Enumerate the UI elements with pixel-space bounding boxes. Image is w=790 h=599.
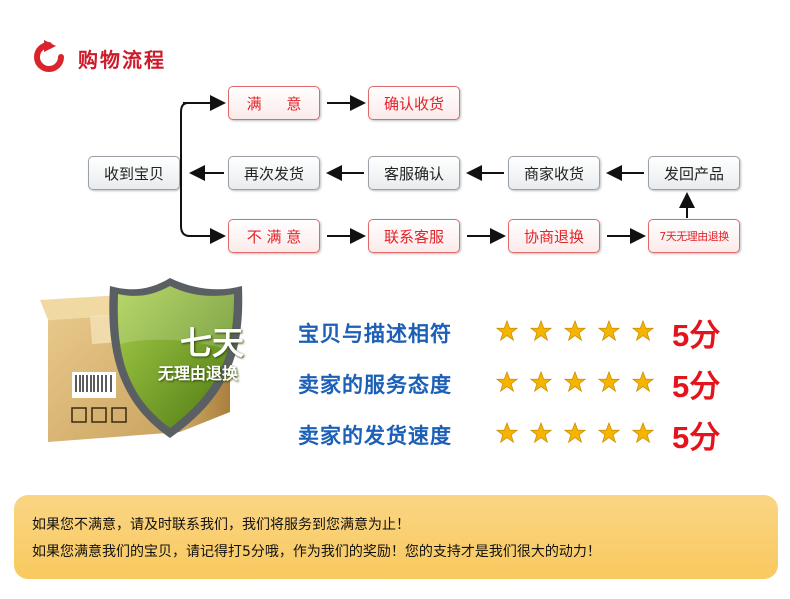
notice-line-1: 如果您不满意，请及时联系我们，我们将服务到您满意为止！ <box>32 517 410 533</box>
star-icon <box>530 422 552 444</box>
notice-line-2: 如果您满意我们的宝贝，请记得打5分哦，作为我们的奖励！您的支持才是我们很大的动力… <box>32 544 601 560</box>
box-service-confirm: 客服确认 <box>368 156 460 190</box>
star-icon <box>598 320 620 342</box>
rating-score-description: 5分 <box>672 318 721 353</box>
package-shield-illustration <box>40 278 243 442</box>
star-icon <box>530 320 552 342</box>
star-icon <box>530 371 552 393</box>
box-receive: 收到宝贝 <box>88 156 180 190</box>
refresh-logo-icon <box>34 40 64 72</box>
star-icon <box>598 371 620 393</box>
rating-stars-description <box>496 320 654 342</box>
box-return-product: 发回产品 <box>648 156 740 190</box>
star-icon <box>598 422 620 444</box>
rating-stars-shipping <box>496 422 654 444</box>
rating-score-service: 5分 <box>672 369 721 404</box>
barcode-icon <box>72 372 116 398</box>
star-icon <box>496 320 518 342</box>
star-icon <box>564 320 586 342</box>
rating-score-shipping: 5分 <box>672 420 721 455</box>
flow-arrows <box>180 95 695 244</box>
box-seven-day-return: 7天无理由退换 <box>648 219 740 253</box>
page-title: 购物流程 <box>78 48 166 72</box>
box-merchant-receive: 商家收货 <box>508 156 600 190</box>
satisfied-label: 满 意 <box>246 94 312 113</box>
rating-stars-service <box>496 371 654 393</box>
star-icon <box>496 422 518 444</box>
badge-sub-text: 无理由退换 <box>158 364 239 383</box>
star-icon <box>632 320 654 342</box>
star-icon <box>496 371 518 393</box>
box-negotiate: 协商退换 <box>508 219 600 253</box>
rating-label-description: 宝贝与描述相符 <box>298 322 452 346</box>
star-icon <box>632 371 654 393</box>
rating-label-shipping: 卖家的发货速度 <box>298 424 452 448</box>
badge-big-text: 七天 <box>180 324 245 362</box>
star-icon <box>564 371 586 393</box>
box-resend: 再次发货 <box>228 156 320 190</box>
rating-label-service: 卖家的服务态度 <box>298 373 452 397</box>
box-contact-service: 联系客服 <box>368 219 460 253</box>
box-satisfied: 满 意 <box>228 86 320 120</box>
star-icon <box>564 422 586 444</box>
box-confirm-receipt: 确认收货 <box>368 86 460 120</box>
box-unsatisfied: 不 满 意 <box>228 219 320 253</box>
notice-banner: 如果您不满意，请及时联系我们，我们将服务到您满意为止！ 如果您满意我们的宝贝，请… <box>14 495 778 579</box>
star-icon <box>632 422 654 444</box>
